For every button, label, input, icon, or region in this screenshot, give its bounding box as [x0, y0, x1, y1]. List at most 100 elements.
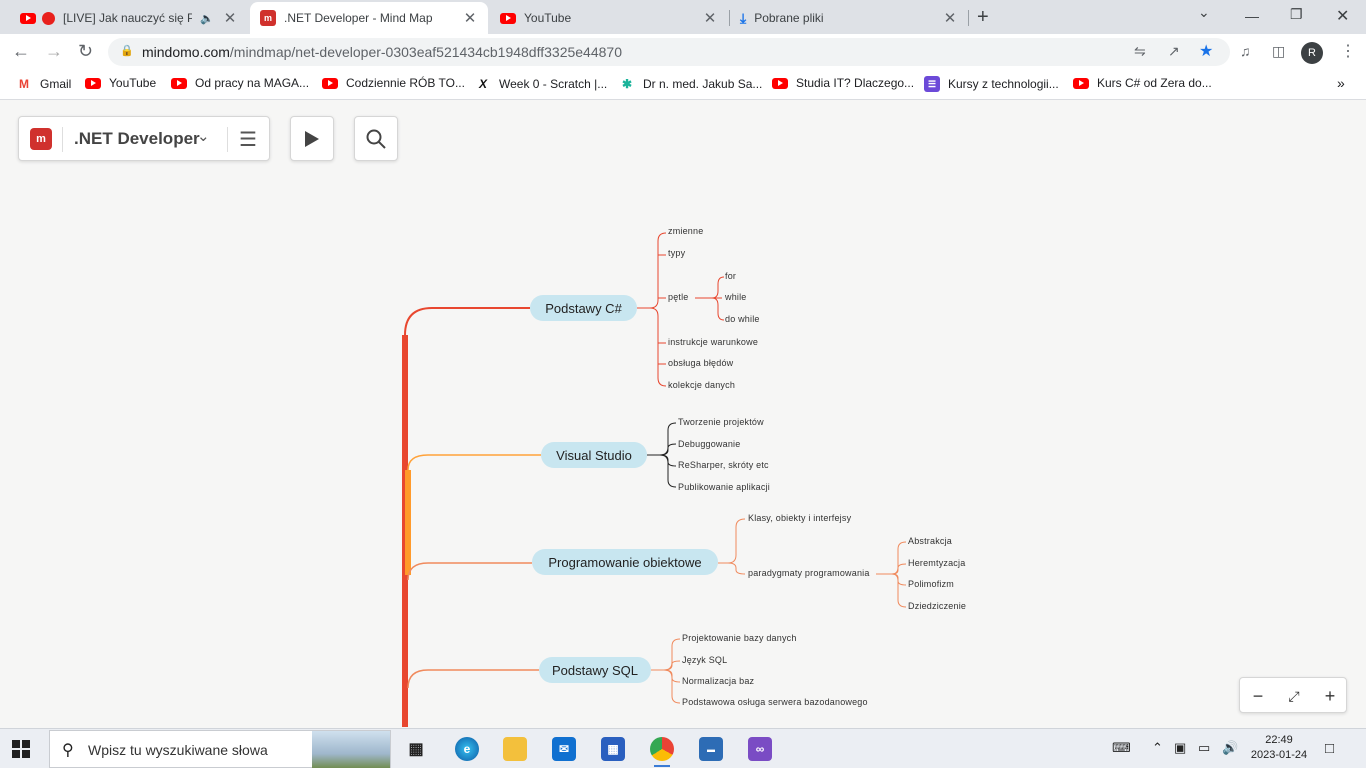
- window-close-icon[interactable]: ✕: [1336, 8, 1350, 25]
- subtopic-klasy-obiekty[interactable]: Klasy, obiekty i interfejsy: [748, 513, 852, 523]
- topic-visual-studio[interactable]: Visual Studio: [541, 442, 647, 468]
- visual-studio-icon[interactable]: ∞: [748, 737, 772, 761]
- search-icon: ⚲: [62, 742, 74, 759]
- system-clock[interactable]: 22:49 2023-01-24: [1244, 733, 1314, 763]
- bookmark-scratch[interactable]: X Week 0 - Scratch |...: [475, 76, 607, 92]
- subtopic-publikowanie[interactable]: Publikowanie aplikacji: [678, 482, 770, 492]
- tab-mind-map[interactable]: m .NET Developer - Mind Map ✕: [250, 2, 488, 34]
- play-presentation-button[interactable]: [290, 116, 334, 161]
- map-title[interactable]: .NET Developer: [74, 129, 200, 148]
- subtopic-kolekcje-danych[interactable]: kolekcje danych: [668, 380, 736, 390]
- bookmarks-bar: M Gmail YouTube Od pracy na MAGA... Codz…: [0, 70, 1366, 100]
- close-icon[interactable]: ✕: [463, 10, 477, 27]
- volume-icon[interactable]: 🔊: [1222, 740, 1239, 755]
- topic-podstawy-sql[interactable]: Podstawy SQL: [539, 657, 651, 683]
- search-button[interactable]: [354, 116, 398, 161]
- file-explorer-icon[interactable]: [503, 737, 527, 761]
- subtopic-obsluga-bledow[interactable]: obsługa błędów: [668, 358, 734, 368]
- tab-strip: [LIVE] Jak nauczyć się Pro 🔈 ✕ m .NET De…: [0, 0, 1366, 34]
- address-bar[interactable]: 🔒 mindomo.com/mindmap/net-developer-0303…: [108, 38, 1230, 66]
- bookmark-od-pracy[interactable]: Od pracy na MAGA...: [171, 76, 309, 90]
- lock-icon[interactable]: 🔒: [120, 45, 134, 57]
- tab-search-chevron-icon[interactable]: ⌄: [1198, 4, 1210, 20]
- bookmark-kurs-csharp[interactable]: Kurs C# od Zera do...: [1073, 76, 1212, 90]
- bookmark-star-icon[interactable]: ★: [1199, 43, 1214, 60]
- reload-icon[interactable]: ↻: [78, 41, 94, 61]
- keyboard-icon[interactable]: ⌨: [1112, 740, 1131, 755]
- profile-avatar[interactable]: R: [1301, 42, 1323, 64]
- chevron-up-icon[interactable]: ⌃: [1152, 740, 1163, 755]
- mindomo-logo[interactable]: m: [30, 128, 52, 150]
- tab-title: YouTube: [524, 11, 572, 25]
- bookmark-dr-jakub[interactable]: ✱ Dr n. med. Jakub Sa...: [619, 76, 762, 92]
- subtopic-tworzenie-projektow[interactable]: Tworzenie projektów: [678, 417, 764, 427]
- notifications-icon[interactable]: □: [1325, 740, 1335, 757]
- bookmark-codziennie[interactable]: Codziennie RÓB TO...: [322, 76, 465, 90]
- subtopic-normalizacja[interactable]: Normalizacja baz: [682, 676, 755, 686]
- subtopic-debuggowanie[interactable]: Debuggowanie: [678, 439, 741, 449]
- subtopic-jezyk-sql[interactable]: Język SQL: [682, 655, 728, 665]
- task-view-icon[interactable]: ▦: [408, 741, 424, 758]
- subtopic-paradygmaty[interactable]: paradygmaty programowania: [748, 568, 870, 578]
- subtopic-do-while[interactable]: do while: [725, 314, 760, 324]
- network-icon[interactable]: ▣: [1174, 740, 1187, 755]
- taskbar-search-box[interactable]: ⚲ Wpisz tu wyszukiwane słowa: [49, 730, 391, 768]
- layers-icon: ☰: [924, 76, 940, 92]
- subtopic-petle[interactable]: pętle: [668, 292, 689, 302]
- mail-icon[interactable]: ✉: [552, 737, 576, 761]
- close-icon[interactable]: ✕: [943, 10, 957, 27]
- more-menu-icon[interactable]: ⋮: [1340, 43, 1356, 60]
- subtopic-instrukcje-warunkowe[interactable]: instrukcje warunkowe: [668, 337, 759, 347]
- zoom-out-button[interactable]: −: [1252, 685, 1264, 706]
- subtopic-while[interactable]: while: [725, 292, 747, 302]
- subtopic-projektowanie-bazy[interactable]: Projektowanie bazy danych: [682, 633, 797, 643]
- chrome-icon[interactable]: [650, 737, 674, 767]
- edge-icon[interactable]: e: [455, 737, 479, 761]
- youtube-icon: [20, 12, 36, 24]
- bookmark-gmail[interactable]: M Gmail: [16, 76, 71, 92]
- side-panel-icon[interactable]: ◫: [1272, 43, 1286, 59]
- restore-icon[interactable]: ❐: [1290, 6, 1303, 22]
- battery-icon[interactable]: ▭: [1198, 740, 1211, 755]
- windows-start-icon[interactable]: [12, 740, 30, 758]
- subtopic-abstrakcja[interactable]: Abstrakcja: [908, 536, 953, 546]
- subtopic-polimofizm[interactable]: Polimofizm: [908, 579, 955, 589]
- forward-arrow-icon[interactable]: →: [45, 41, 63, 61]
- bookmark-kursy[interactable]: ☰ Kursy z technologii...: [924, 76, 1059, 92]
- subtopic-dziedziczenie[interactable]: Dziedziczenie: [908, 601, 967, 611]
- lenovo-app-icon[interactable]: ▬: [699, 737, 723, 761]
- back-arrow-icon[interactable]: ←: [12, 41, 30, 61]
- store-icon[interactable]: ▦: [601, 737, 625, 761]
- connector-programowanie: [407, 562, 532, 581]
- media-control-icon[interactable]: ♫: [1240, 43, 1251, 59]
- new-tab-button[interactable]: +: [977, 6, 989, 28]
- close-icon[interactable]: ✕: [703, 10, 717, 27]
- tab-youtube[interactable]: YouTube ✕: [490, 2, 728, 34]
- topic-programowanie-obiektowe[interactable]: Programowanie obiektowe: [532, 549, 718, 575]
- tab-live-stream[interactable]: [LIVE] Jak nauczyć się Pro 🔈 ✕: [10, 2, 248, 34]
- close-icon[interactable]: ✕: [223, 10, 237, 27]
- subtopic-heremtyzacja[interactable]: Heremtyzacja: [908, 558, 966, 568]
- speaker-icon[interactable]: 🔈: [200, 12, 214, 25]
- chevron-down-icon[interactable]: ⌄: [197, 128, 210, 145]
- translate-icon[interactable]: ⇋: [1134, 43, 1146, 59]
- windows-taskbar: ⚲ Wpisz tu wyszukiwane słowa ▦ e ✉ ▦ ▬ ∞…: [0, 728, 1366, 768]
- minimize-icon[interactable]: —: [1245, 8, 1259, 24]
- tab-downloads[interactable]: ⤓ Pobrane pliki ✕: [730, 2, 968, 34]
- bookmark-youtube[interactable]: YouTube: [85, 76, 156, 90]
- zoom-in-button[interactable]: +: [1324, 685, 1336, 706]
- topic-podstawy-csharp[interactable]: Podstawy C#: [530, 295, 637, 321]
- mind-map-canvas[interactable]: Podstawy C# Visual Studio Programowanie …: [0, 101, 1366, 727]
- bookmarks-overflow-icon[interactable]: »: [1337, 75, 1345, 91]
- branches-podstawy-csharp: [637, 232, 725, 387]
- fit-to-screen-icon[interactable]: ⤢: [1288, 687, 1300, 704]
- subtopic-typy[interactable]: typy: [668, 248, 686, 258]
- bookmark-studia-it[interactable]: Studia IT? Dlaczego...: [772, 76, 914, 90]
- url-text: mindomo.com/mindmap/net-developer-0303ea…: [142, 44, 622, 60]
- subtopic-resharper[interactable]: ReSharper, skróty etc: [678, 460, 769, 470]
- share-icon[interactable]: ↗: [1168, 43, 1180, 59]
- hamburger-menu-icon[interactable]: ☰: [239, 129, 257, 151]
- subtopic-for[interactable]: for: [725, 271, 737, 281]
- subtopic-obsluga-serwera[interactable]: Podstawowa osługa serwera bazodanowego: [682, 697, 868, 707]
- subtopic-zmienne[interactable]: zmienne: [668, 226, 704, 236]
